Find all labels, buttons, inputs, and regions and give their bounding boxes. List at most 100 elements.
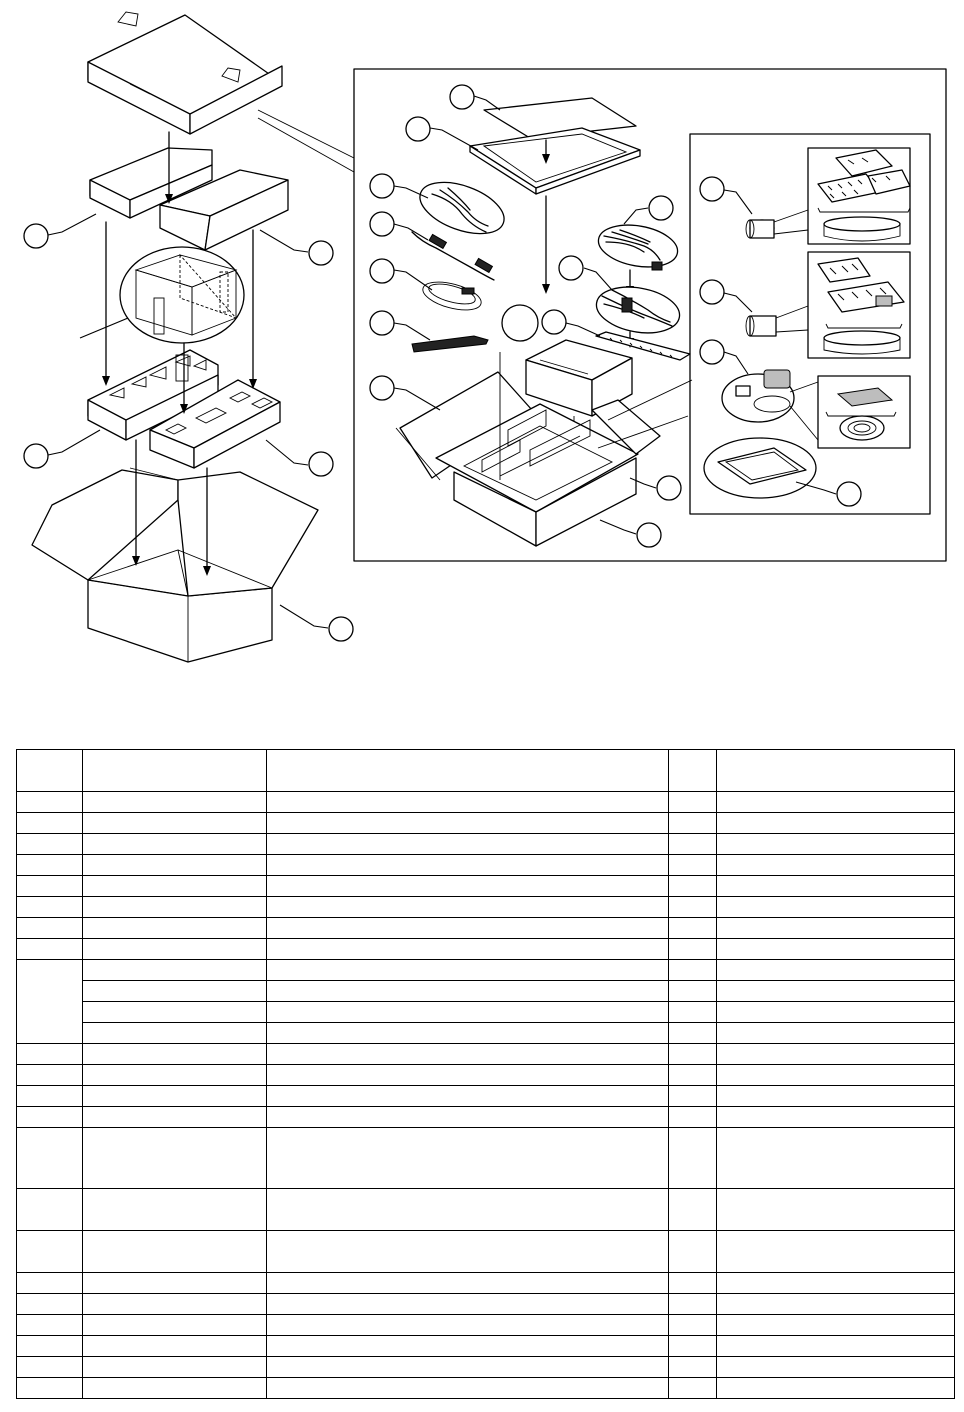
table-row	[16, 1356, 955, 1378]
table-cell	[716, 833, 955, 855]
cable-bag-4	[597, 224, 679, 296]
table-cell	[668, 1043, 717, 1065]
table-row	[16, 1127, 955, 1189]
table-cell	[668, 1001, 717, 1023]
column-header	[16, 749, 83, 792]
table-cell	[82, 1085, 267, 1107]
table-cell	[16, 1188, 83, 1231]
table-row	[16, 1272, 955, 1294]
column-header	[668, 749, 717, 792]
callout-circle	[656, 475, 682, 501]
table-cell	[668, 1022, 717, 1044]
table-cell	[266, 1335, 669, 1357]
exploded-packing-diagram	[0, 0, 964, 700]
table-cell	[716, 1064, 955, 1086]
table-cell	[716, 1335, 955, 1357]
table-cell	[668, 1085, 717, 1107]
callouts-right	[369, 84, 862, 548]
table-cell	[716, 1356, 955, 1378]
callout-circle	[449, 84, 475, 110]
table-cell	[82, 980, 267, 1002]
table-cell	[716, 1377, 955, 1399]
table-cell	[82, 1106, 267, 1128]
table-cell	[668, 875, 717, 897]
table-cell	[82, 1314, 267, 1336]
callout-circle	[369, 375, 395, 401]
table-cell	[82, 896, 267, 918]
callout-circle	[558, 255, 584, 281]
table-cell	[266, 791, 669, 813]
table-cell	[668, 896, 717, 918]
callout-circle	[699, 339, 725, 365]
table-cell	[668, 1293, 717, 1315]
table-cell	[716, 1314, 955, 1336]
table-cell	[266, 1127, 669, 1189]
callout-circle	[369, 211, 395, 237]
table-cell	[266, 1106, 669, 1128]
table-row	[16, 1335, 955, 1357]
table-row	[16, 791, 955, 813]
table-cell	[82, 1335, 267, 1357]
callouts-left	[23, 213, 354, 642]
table-cell	[82, 875, 267, 897]
table-cell	[266, 1085, 669, 1107]
table-cell	[16, 791, 83, 813]
table-cell	[82, 1043, 267, 1065]
table-cell	[716, 854, 955, 876]
table-cell	[716, 875, 955, 897]
table-row	[16, 833, 955, 855]
table-cell	[266, 959, 669, 981]
table-cell	[266, 875, 669, 897]
table-row	[16, 1293, 955, 1315]
cable-bag-1	[419, 181, 505, 235]
product-bag	[119, 246, 245, 344]
callout-circle	[501, 304, 539, 342]
table-cell	[266, 1377, 669, 1399]
table-row	[16, 1230, 955, 1273]
foam-bottom-right	[149, 379, 281, 469]
table-cell	[266, 980, 669, 1002]
table-cell	[668, 1356, 717, 1378]
table-cell	[266, 917, 669, 939]
callout-circle	[648, 195, 674, 221]
table-cell	[266, 938, 669, 960]
table-row	[16, 854, 955, 876]
callout-circle	[636, 522, 662, 548]
table-row	[16, 1377, 955, 1399]
accessory-box	[525, 339, 633, 430]
table-cell	[16, 1377, 83, 1399]
table-cell	[266, 1356, 669, 1378]
callout-circle	[308, 451, 334, 477]
table-cell	[716, 791, 955, 813]
column-header	[266, 749, 669, 792]
table-cell	[16, 1085, 83, 1107]
table-cell	[716, 1188, 955, 1231]
table-cell	[716, 1001, 955, 1023]
table-cell	[16, 1230, 83, 1273]
column-header	[82, 749, 267, 792]
foam-cap-right	[159, 169, 289, 251]
table-cell	[668, 1127, 717, 1189]
table-cell	[716, 1272, 955, 1294]
table-cell	[82, 1064, 267, 1086]
table-cell	[82, 938, 267, 960]
table-cell	[16, 854, 83, 876]
callout-circle	[23, 223, 49, 249]
callout-circle	[836, 481, 862, 507]
table-cell	[82, 1022, 267, 1044]
callout-circle	[369, 258, 395, 284]
assembly-arrows-left	[102, 131, 257, 576]
callout-circle	[405, 116, 431, 142]
table-cell	[668, 791, 717, 813]
table-row	[16, 1064, 955, 1086]
table-cell	[16, 959, 83, 1044]
table-cell	[266, 833, 669, 855]
table-cell	[668, 959, 717, 981]
table-cell	[716, 980, 955, 1002]
table-cell	[266, 1230, 669, 1273]
table-cell	[716, 1106, 955, 1128]
callout-circle	[369, 173, 395, 199]
table-cell	[668, 1188, 717, 1231]
diagram-svg	[23, 11, 947, 663]
table-cell	[266, 1293, 669, 1315]
